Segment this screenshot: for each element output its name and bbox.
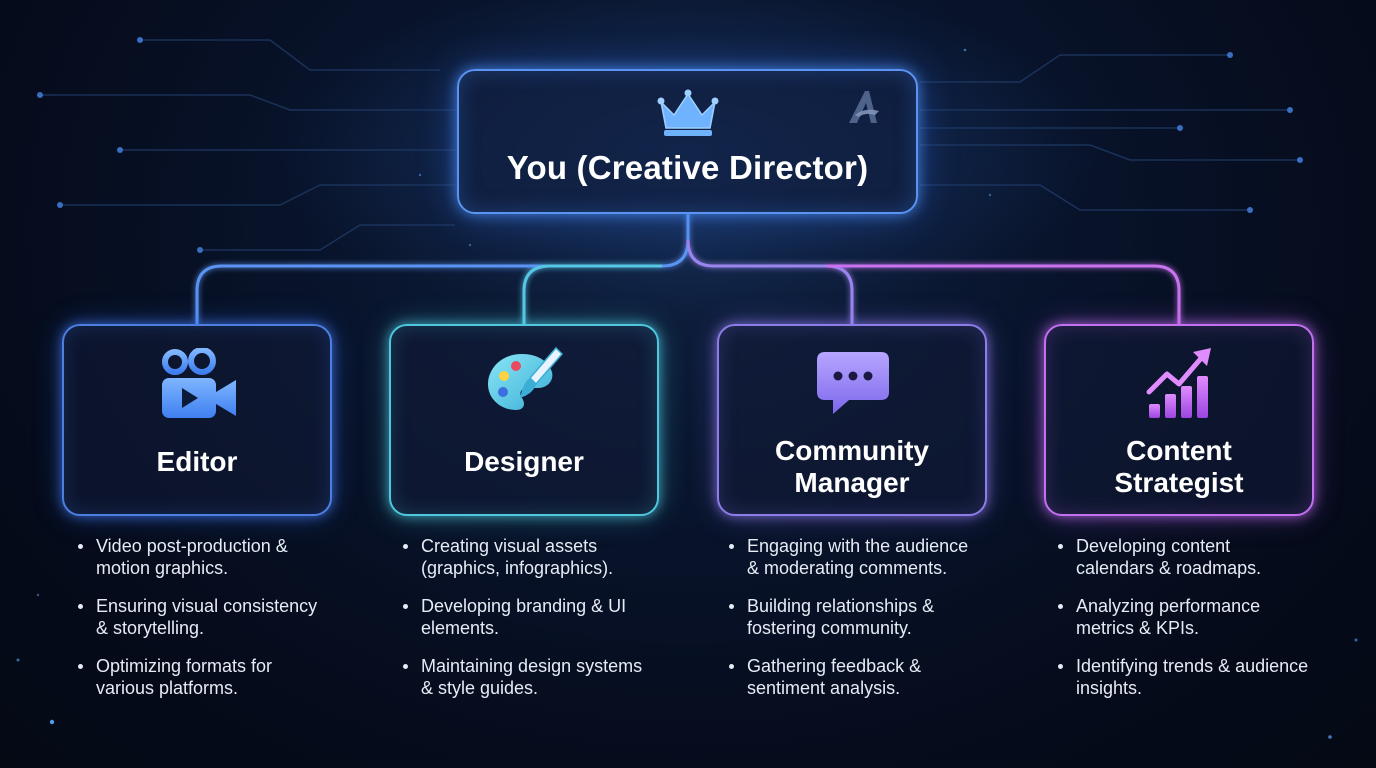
community-manager-responsibilities: Engaging with the audience & moderating … <box>713 535 983 715</box>
bullet-dot <box>729 664 734 669</box>
bullet-dot <box>729 604 734 609</box>
right-circuit-traces <box>920 54 1300 211</box>
list-item: Building relationships & fostering commu… <box>713 595 983 639</box>
growth-chart-icon <box>1146 348 1211 418</box>
bullet-dot <box>1058 604 1063 609</box>
left-circuit-nodes <box>37 37 203 253</box>
designer-title: Designer <box>464 446 584 477</box>
left-circuit-traces <box>40 39 455 251</box>
bullet-dot <box>403 544 408 549</box>
root-title: You (Creative Director) <box>506 149 869 186</box>
content-strategist-responsibilities: Developing content calendars & roadmaps.… <box>1042 535 1312 715</box>
bullet-dot <box>78 604 83 609</box>
bullet-dot <box>403 604 408 609</box>
community-manager-card: Community Manager <box>717 324 987 516</box>
bullet-dot <box>1058 544 1063 549</box>
editor-responsibilities: Video post-production & motion graphics.… <box>62 535 332 715</box>
right-circuit-nodes <box>1177 52 1303 213</box>
bullet-dot <box>403 664 408 669</box>
list-item: Ensuring visual consistency & storytelli… <box>62 595 332 639</box>
strategist-title-line-2: Strategist <box>1114 467 1244 498</box>
list-item: Video post-production & motion graphics. <box>62 535 332 579</box>
bullet-dot <box>78 544 83 549</box>
connector-lines <box>195 214 1181 324</box>
paint-palette-icon <box>488 346 564 410</box>
list-item: Developing branding & UI elements. <box>387 595 657 639</box>
community-title-line-1: Community <box>775 435 929 466</box>
a-logo-icon <box>849 91 879 123</box>
chat-bubble-icon <box>817 352 889 414</box>
strategist-title-line-1: Content <box>1126 435 1232 466</box>
content-strategist-card: Content Strategist <box>1044 324 1314 516</box>
list-item: Analyzing performance metrics & KPIs. <box>1042 595 1312 639</box>
bullet-dot <box>729 544 734 549</box>
bullet-dot <box>78 664 83 669</box>
designer-responsibilities: Creating visual assets (graphics, infogr… <box>387 535 657 715</box>
list-item: Maintaining design systems & style guide… <box>387 655 657 699</box>
crown-icon <box>657 89 719 136</box>
community-title-line-2: Manager <box>794 467 910 498</box>
list-item: Creating visual assets (graphics, infogr… <box>387 535 657 579</box>
list-item: Engaging with the audience & moderating … <box>713 535 983 579</box>
list-item: Identifying trends & audience insights. <box>1042 655 1312 699</box>
editor-title: Editor <box>156 446 238 477</box>
editor-card: Editor <box>62 324 332 516</box>
designer-card: Designer <box>389 324 659 516</box>
video-camera-icon <box>162 348 236 418</box>
particles <box>16 48 1358 739</box>
list-item: Developing content calendars & roadmaps. <box>1042 535 1312 579</box>
bullet-dot <box>1058 664 1063 669</box>
list-item: Optimizing formats for various platforms… <box>62 655 332 699</box>
list-item: Gathering feedback & sentiment analysis. <box>713 655 983 699</box>
